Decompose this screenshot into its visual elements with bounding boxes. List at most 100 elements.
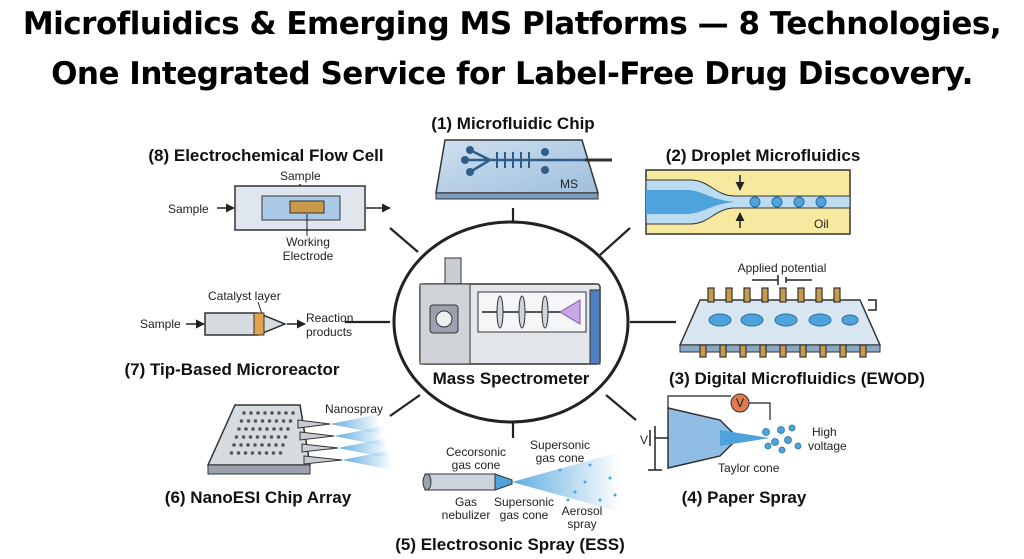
nanoesi-well bbox=[263, 411, 267, 415]
tech-2-oil-text: Oil bbox=[814, 217, 829, 231]
nanoesi-well bbox=[234, 435, 239, 439]
tech-6-nanoesi-chip-array: Nanospray (6) NanoESI Chip Array bbox=[165, 402, 392, 507]
nanoesi-well bbox=[236, 451, 241, 455]
tech-5-gas-cone-2-text: gas cone bbox=[536, 451, 585, 465]
title-line-2: One Integrated Service for Label-Free Dr… bbox=[51, 56, 973, 92]
nanoesi-well bbox=[281, 443, 285, 447]
tech-5-nebulizer-text: nebulizer bbox=[442, 508, 491, 522]
nanoesi-wells bbox=[229, 411, 295, 455]
nanoesi-well bbox=[274, 419, 279, 423]
spoke-6 bbox=[389, 394, 421, 417]
tech-4-taylor-cone-text: Taylor cone bbox=[718, 461, 780, 475]
tech-8-electrochemical-flow-cell: (8) Electrochemical Flow Cell Sample Sam… bbox=[148, 146, 391, 263]
tech-5-electrosonic-spray: Cecorsonic gas cone Supersonic gas cone … bbox=[395, 438, 625, 554]
tech-5-supersonic-2-text: Supersonic bbox=[494, 495, 554, 509]
title-line-1: Microfluidics & Emerging MS Platforms — … bbox=[22, 6, 1002, 42]
nanoesi-well bbox=[267, 419, 272, 423]
nanoesi-well bbox=[276, 435, 281, 439]
tech-5-supersonic-1-text: Supersonic bbox=[530, 438, 590, 452]
catalyst-layer bbox=[253, 312, 265, 336]
tech-5-spray-text: spray bbox=[567, 517, 596, 531]
nanoesi-well bbox=[270, 411, 274, 415]
tech-8-electrode-text: Electrode bbox=[283, 249, 334, 263]
nanoesi-well bbox=[244, 427, 248, 431]
tech-5-aerosol-text: Aerosol bbox=[562, 504, 603, 518]
tech-3-digital-microfluidics: Applied potential (3) Digital Microfluid… bbox=[669, 261, 925, 388]
tech-7-tip-microreactor: Catalyst layer Sample Reaction products … bbox=[124, 289, 353, 379]
tech-5-gas-cone-3-text: gas cone bbox=[500, 508, 549, 522]
nanoesi-well bbox=[278, 451, 283, 455]
nanoesi-well bbox=[246, 443, 250, 447]
nanoesi-well bbox=[258, 427, 262, 431]
ms-ion-beam-icon bbox=[559, 299, 581, 325]
nanoesi-well bbox=[229, 451, 234, 455]
tech-6-nanospray-text: Nanospray bbox=[325, 402, 383, 416]
tech-7-reaction-text: Reaction bbox=[306, 311, 353, 325]
tech-5-label: (5) Electrosonic Spray (ESS) bbox=[395, 535, 625, 554]
tech-4-paper-spray: V V High voltage Taylor cone (4) Paper S… bbox=[640, 393, 847, 507]
nanoesi-well bbox=[239, 419, 244, 423]
tech-4-high-text: High bbox=[812, 425, 837, 439]
ess-capillary bbox=[424, 473, 496, 491]
tech-2-label: (2) Droplet Microfluidics bbox=[666, 146, 861, 165]
nanoesi-well bbox=[249, 411, 253, 415]
tech-7-catalyst-text: Catalyst layer bbox=[208, 289, 281, 303]
nanoesi-well bbox=[277, 411, 281, 415]
spoke-2 bbox=[599, 227, 631, 256]
center-label: Mass Spectrometer bbox=[433, 369, 590, 388]
nanoesi-well bbox=[260, 419, 265, 423]
microreactor-tip bbox=[204, 312, 287, 336]
nanoesi-well bbox=[242, 411, 246, 415]
nanoesi-well bbox=[286, 427, 290, 431]
nanoesi-well bbox=[253, 443, 257, 447]
tech-7-products-text: products bbox=[306, 325, 352, 339]
nanoesi-well bbox=[284, 411, 288, 415]
tech-8-working-text: Working bbox=[286, 235, 330, 249]
nanoesi-well bbox=[243, 451, 248, 455]
nanoesi-well bbox=[269, 435, 274, 439]
nanoesi-well bbox=[232, 443, 236, 447]
nanoesi-well bbox=[274, 443, 278, 447]
nanoesi-well bbox=[291, 411, 295, 415]
spoke-8 bbox=[389, 227, 419, 253]
nanoesi-well bbox=[241, 435, 246, 439]
nanoesi-well bbox=[272, 427, 276, 431]
tech-4-v-left-text: V bbox=[640, 433, 648, 447]
nanoesi-well bbox=[260, 443, 264, 447]
spoke-4 bbox=[605, 394, 637, 421]
tech-2-droplet-microfluidics: (2) Droplet Microfluidics Oil bbox=[645, 146, 861, 235]
mass-spectrometer: Mass Spectrometer bbox=[392, 220, 630, 424]
tech-7-sample-text: Sample bbox=[140, 317, 181, 331]
tech-1-microfluidic-chip: (1) Microfluidic Chip MS bbox=[431, 114, 612, 200]
tech-3-label: (3) Digital Microfluidics (EWOD) bbox=[669, 369, 925, 388]
tech-7-label: (7) Tip-Based Microreactor bbox=[124, 360, 339, 379]
nanoesi-well bbox=[248, 435, 253, 439]
tech-4-voltage-text: voltage bbox=[808, 439, 847, 453]
nanoesi-well bbox=[288, 419, 293, 423]
nanoesi-well bbox=[279, 427, 283, 431]
nanoesi-well bbox=[246, 419, 251, 423]
tech-5-gas-cone-1-text: gas cone bbox=[452, 458, 501, 472]
working-electrode bbox=[289, 200, 325, 214]
ms-side-vent bbox=[589, 289, 601, 365]
nanoesi-well bbox=[255, 435, 260, 439]
tech-3-applied-potential-text: Applied potential bbox=[738, 261, 827, 275]
nanoesi-well bbox=[257, 451, 262, 455]
tech-4-label: (4) Paper Spray bbox=[682, 488, 807, 507]
nanoesi-well bbox=[267, 443, 271, 447]
ms-dial-icon bbox=[435, 310, 453, 328]
nanoesi-well bbox=[262, 435, 267, 439]
paper-triangle bbox=[667, 407, 740, 469]
tech-1-label: (1) Microfluidic Chip bbox=[431, 114, 594, 133]
nanoesi-well bbox=[283, 435, 288, 439]
tech-1-ms-text: MS bbox=[560, 177, 578, 191]
nanoesi-well bbox=[239, 443, 243, 447]
tech-5-cecorsonic-text: Cecorsonic bbox=[446, 445, 506, 459]
nanoesi-well bbox=[256, 411, 260, 415]
ess-spray-plume bbox=[512, 452, 620, 512]
nanoesi-well bbox=[253, 419, 258, 423]
tech-4-v-circle-text: V bbox=[736, 396, 744, 410]
nanoesi-well bbox=[250, 451, 255, 455]
tech-8-label: (8) Electrochemical Flow Cell bbox=[148, 146, 383, 165]
